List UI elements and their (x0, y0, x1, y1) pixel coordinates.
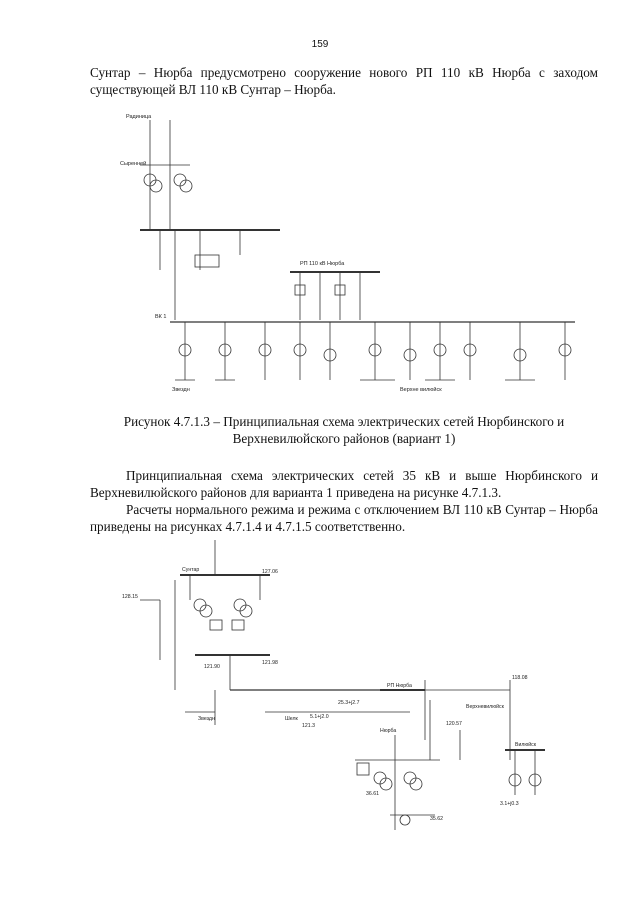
body-paragraph-2: Расчеты нормального режима и режима с от… (90, 502, 598, 534)
fig2-label-121: 121.90 (204, 664, 220, 670)
fig2-label-120: 120.57 (446, 721, 462, 727)
fig2-label-vilyuisk: Вилюйск (515, 741, 537, 748)
fig2-label-shelk: Шелк (285, 716, 298, 722)
fig2-label-35b: 35.62 (430, 816, 443, 822)
fig2-label-128: 128.15 (122, 594, 138, 600)
fig2-label-verkhnevil: Верхневилюйск (466, 703, 505, 710)
body-paragraph-1: Принципиальная схема электрических сетей… (90, 468, 598, 500)
page-number: 159 (311, 39, 329, 50)
fig2-label-118: 118.08 (512, 675, 528, 681)
figure-caption: Рисунок 4.7.1.3 – Принципиальная схема э… (123, 414, 565, 446)
fig2-label-31: 3.1+j0.3 (500, 801, 519, 807)
fig1-label-bus-left: ВК 1 (155, 314, 166, 320)
fig2-label-nurba: Нюрба (380, 728, 396, 734)
fig2-label-5-1: 5.1+j2.0 (310, 714, 329, 720)
fig2-label-121b: 121.98 (262, 660, 278, 666)
fig1-label-left-sub: Сыренней (120, 160, 146, 167)
fig2-label-35: 36.61 (366, 791, 379, 797)
fig2-label-rp-nurba: РП Нюрба (387, 683, 412, 689)
figure-scheme-variant-1: Радиница Сыренней РП 110 кВ Нюрба ВК 1 З… (120, 114, 575, 393)
fig2-label-suntar: Сунтар (182, 567, 199, 573)
fig2-label-127: 127.06 (262, 569, 278, 575)
fig2-label-25: 25.3+j2.7 (338, 700, 360, 706)
fig1-label-sub-b: Верхне вилюйск (400, 386, 442, 393)
fig2-label-zvezdn: Звездн (198, 716, 215, 722)
fig1-label-sub-a: Звездн (172, 387, 190, 393)
fig1-label-top: Радиница (126, 114, 152, 120)
intro-paragraph: Сунтар – Нюрба предусмотрено сооружение … (90, 65, 598, 97)
fig2-label-121-3: 121.3 (302, 723, 315, 729)
fig1-label-rp: РП 110 кВ Нюрба (300, 261, 345, 267)
